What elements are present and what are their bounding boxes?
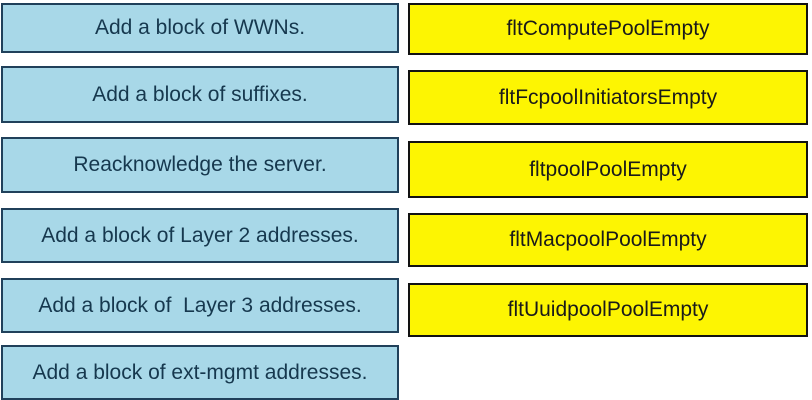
fault-card-fcpool-initiators-empty[interactable]: fltFcpoolInitiatorsEmpty <box>408 70 808 125</box>
fault-card-label: fltComputePoolEmpty <box>506 17 710 41</box>
fault-card-compute-pool-empty[interactable]: fltComputePoolEmpty <box>408 3 808 55</box>
action-card-reacknowledge[interactable]: Reacknowledge the server. <box>1 137 399 193</box>
action-card-label: Add a block of ext-mgmt addresses. <box>32 360 368 384</box>
action-card-label: Add a block of suffixes. <box>92 82 308 106</box>
fault-card-label: fltFcpoolInitiatorsEmpty <box>498 85 718 109</box>
fault-card-label: fltUuidpoolPoolEmpty <box>507 298 709 322</box>
action-card-label: Reacknowledge the server. <box>73 153 327 177</box>
action-card-label: Add a block of Layer 2 addresses. <box>41 223 359 247</box>
fault-card-macpool-pool-empty[interactable]: fltMacpoolPoolEmpty <box>408 213 808 267</box>
fault-card-pool-pool-empty[interactable]: fltpoolPoolEmpty <box>408 141 808 198</box>
fault-card-label: fltMacpoolPoolEmpty <box>509 228 707 252</box>
action-card-wwns[interactable]: Add a block of WWNs. <box>1 3 399 53</box>
action-card-layer3[interactable]: Add a block of Layer 3 addresses. <box>1 278 399 333</box>
fault-card-uuidpool-pool-empty[interactable]: fltUuidpoolPoolEmpty <box>408 283 808 337</box>
action-card-layer2[interactable]: Add a block of Layer 2 addresses. <box>1 208 399 263</box>
fault-card-label: fltpoolPoolEmpty <box>529 157 687 181</box>
action-card-label: Add a block of Layer 3 addresses. <box>38 293 362 317</box>
action-card-suffixes[interactable]: Add a block of suffixes. <box>1 66 399 123</box>
action-card-extmgmt[interactable]: Add a block of ext-mgmt addresses. <box>1 345 399 400</box>
action-card-label: Add a block of WWNs. <box>94 16 306 40</box>
